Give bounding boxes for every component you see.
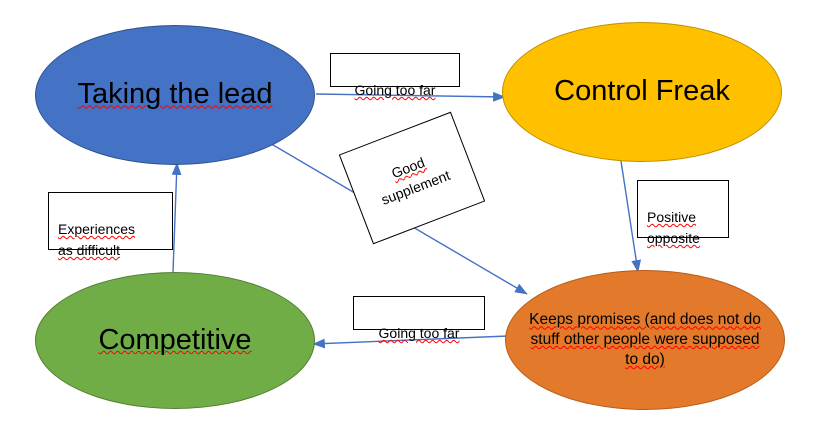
edge-label-line-1: Positive <box>647 209 697 225</box>
node-label-taking-the-lead: Taking the lead <box>77 78 273 111</box>
node-taking-the-lead[interactable]: Taking the lead <box>35 25 315 165</box>
edge-label-going-too-far-top[interactable]: Going too far <box>330 53 460 98</box>
edge-label-text: Going too far <box>354 82 436 98</box>
edge-competitive-to-lead <box>171 162 182 273</box>
node-label-competitive: Competitive <box>98 323 252 356</box>
node-label-control-freak: Control Freak <box>554 75 730 108</box>
edge-label-experiences-as-difficult[interactable]: Experiences as difficult <box>48 192 173 258</box>
edge-label-line-1: Experiences <box>58 221 136 237</box>
edge-label-text: Going too far <box>378 325 460 341</box>
edge-label-line-2: as difficult <box>58 242 120 258</box>
node-label-keeps-promises: Keeps promises (and does not do stuff ot… <box>529 311 761 368</box>
edge-label-positive-opposite[interactable]: Positive opposite <box>637 180 729 246</box>
node-keeps-promises[interactable]: Keeps promises (and does not do stuff ot… <box>505 270 785 410</box>
edge-label-line-2: opposite <box>647 230 700 246</box>
edge-control-to-keeps <box>620 160 642 273</box>
node-competitive[interactable]: Competitive <box>35 272 315 409</box>
node-control-freak[interactable]: Control Freak <box>502 22 782 162</box>
edge-label-going-too-far-bottom[interactable]: Going too far <box>353 296 485 341</box>
